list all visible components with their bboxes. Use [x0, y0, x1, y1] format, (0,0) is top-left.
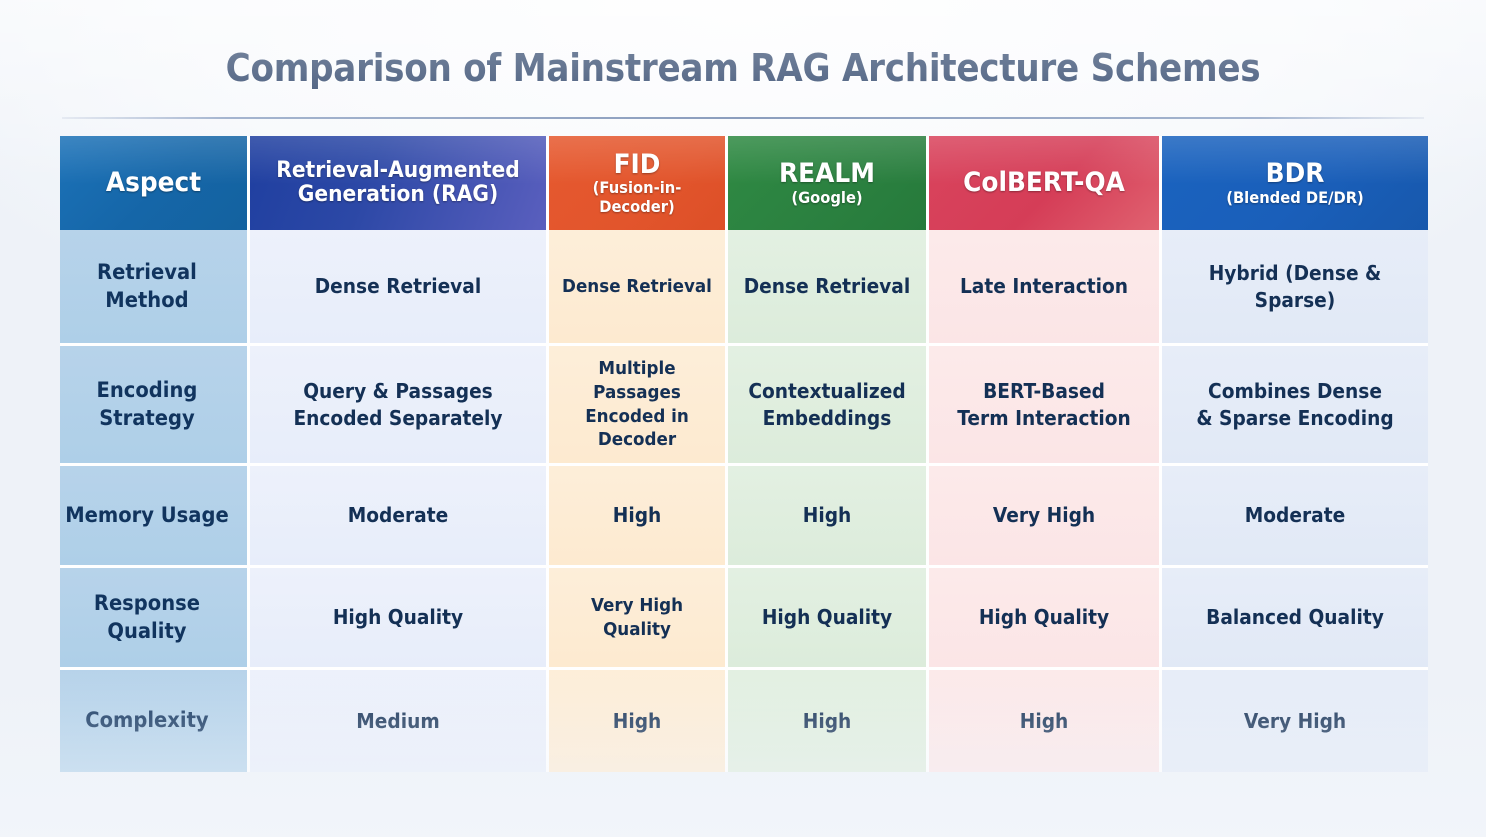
cell-fid-response-quality: Very High Quality — [549, 568, 728, 670]
row-label-response-quality: Response Quality — [60, 568, 250, 670]
cell-line: Contextualized — [748, 379, 906, 404]
cell-line: High — [802, 708, 852, 733]
cell-colbert-memory-usage: Very High — [929, 466, 1162, 568]
cell-line: Combines Dense — [1208, 379, 1382, 404]
cell-line: High — [612, 708, 662, 733]
page-title: Comparison of Mainstream RAG Architectur… — [225, 46, 1261, 90]
cell-rag-retrieval-method: Dense Retrieval — [250, 230, 549, 346]
cell-colbert-complexity: High — [929, 670, 1162, 772]
cell-line: High — [612, 503, 662, 528]
column-header-realm-main: REALM — [779, 157, 875, 189]
cell-line: & Sparse Encoding — [1196, 405, 1394, 430]
cell-bdr-memory-usage: Moderate — [1162, 466, 1428, 568]
column-header-fid-main: FID — [613, 148, 661, 180]
cell-colbert-retrieval-method: Late Interaction — [929, 230, 1162, 346]
column-header-bdr-sub: (Blended DE/DR) — [1226, 187, 1364, 207]
cell-line: Term Interaction — [957, 405, 1131, 430]
column-header-fid: FID (Fusion-in-Decoder) — [549, 136, 728, 230]
cell-bdr-response-quality: Balanced Quality — [1162, 568, 1428, 670]
cell-realm-encoding-strategy: Contextualized Embeddings — [728, 346, 929, 466]
row-label-complexity: Complexity — [60, 670, 250, 772]
cell-fid-encoding-strategy: Multiple Passages Encoded in Decoder — [549, 346, 728, 466]
row-label-line: Complexity — [85, 708, 209, 733]
cell-line: Dense Retrieval — [314, 274, 482, 299]
title-divider — [62, 117, 1424, 119]
row-label-line: Retrieval — [97, 259, 197, 284]
cell-line: High Quality — [761, 605, 893, 630]
row-label-line: Memory Usage — [65, 502, 229, 527]
cell-line: Hybrid (Dense & Sparse) — [1208, 261, 1382, 312]
column-header-bdr: BDR (Blended DE/DR) — [1162, 136, 1428, 230]
column-header-aspect-main: Aspect — [105, 167, 202, 199]
cell-line: High Quality — [978, 605, 1110, 630]
cell-line: Dense Retrieval — [562, 275, 712, 297]
cell-line: Very High Quality — [590, 594, 684, 640]
cell-fid-complexity: High — [549, 670, 728, 772]
cell-line: Very High — [1243, 708, 1347, 733]
cell-colbert-encoding-strategy: BERT-Based Term Interaction — [929, 346, 1162, 466]
row-label-line: Encoding — [96, 377, 198, 402]
table-row: Response Quality High Quality Very High … — [60, 568, 1428, 670]
cell-line: Moderate — [1244, 503, 1346, 528]
cell-fid-memory-usage: High — [549, 466, 728, 568]
cell-line: Encoded in Decoder — [585, 405, 689, 451]
cell-line: Query & Passages — [303, 379, 493, 404]
cell-colbert-response-quality: High Quality — [929, 568, 1162, 670]
cell-line: High Quality — [332, 605, 464, 630]
cell-line: Medium — [356, 708, 440, 733]
cell-realm-retrieval-method: Dense Retrieval — [728, 230, 929, 346]
cell-line: BERT-Based — [983, 379, 1105, 404]
cell-bdr-retrieval-method: Hybrid (Dense & Sparse) — [1162, 230, 1428, 346]
cell-bdr-encoding-strategy: Combines Dense & Sparse Encoding — [1162, 346, 1428, 466]
cell-line: Embeddings — [762, 405, 892, 430]
column-header-fid-sub: (Fusion-in-Decoder) — [592, 178, 682, 216]
row-label-line: Method — [105, 287, 189, 312]
row-label-encoding-strategy: Encoding Strategy — [60, 346, 250, 466]
cell-bdr-complexity: Very High — [1162, 670, 1428, 772]
column-header-bdr-main: BDR — [1265, 157, 1325, 189]
cell-line: Balanced Quality — [1206, 605, 1384, 630]
cell-line: Very High — [992, 503, 1096, 528]
table-row: Encoding Strategy Query & Passages Encod… — [60, 346, 1428, 466]
column-header-colbert-main: ColBERT-QA — [963, 167, 1125, 199]
table-row: Complexity Medium High High High Very Hi… — [60, 670, 1428, 772]
row-label-memory-usage: Memory Usage — [60, 466, 250, 568]
cell-realm-complexity: High — [728, 670, 929, 772]
cell-rag-encoding-strategy: Query & Passages Encoded Separately — [250, 346, 549, 466]
cell-line: Encoded Separately — [293, 405, 503, 430]
cell-line: Moderate — [347, 503, 449, 528]
column-header-realm: REALM (Google) — [728, 136, 929, 230]
cell-line: Late Interaction — [959, 274, 1129, 299]
cell-rag-response-quality: High Quality — [250, 568, 549, 670]
column-header-rag-sub: Generation (RAG) — [297, 182, 499, 207]
cell-rag-memory-usage: Moderate — [250, 466, 549, 568]
table-row: Memory Usage Moderate High High Very Hig… — [60, 466, 1428, 568]
header-row: Aspect Retrieval-Augmented Generation (R… — [60, 136, 1428, 230]
table-row: Retrieval Method Dense Retrieval Dense R… — [60, 230, 1428, 346]
table-header: Aspect Retrieval-Augmented Generation (R… — [60, 136, 1428, 230]
column-header-rag: Retrieval-Augmented Generation (RAG) — [250, 136, 549, 230]
column-header-realm-sub: (Google) — [791, 187, 863, 207]
cell-realm-memory-usage: High — [728, 466, 929, 568]
row-label-line: Strategy — [99, 405, 195, 430]
column-header-aspect: Aspect — [60, 136, 250, 230]
column-header-rag-main: Retrieval-Augmented — [276, 157, 520, 183]
row-label-retrieval-method: Retrieval Method — [60, 230, 250, 346]
table-body: Retrieval Method Dense Retrieval Dense R… — [60, 230, 1428, 772]
row-label-line: Response Quality — [93, 590, 200, 643]
cell-fid-retrieval-method: Dense Retrieval — [549, 230, 728, 346]
cell-line: Dense Retrieval — [743, 274, 911, 299]
cell-line: Multiple Passages — [593, 358, 681, 403]
cell-line: High — [1019, 708, 1069, 733]
comparison-table: Aspect Retrieval-Augmented Generation (R… — [60, 136, 1428, 772]
column-header-colbert: ColBERT-QA — [929, 136, 1162, 230]
cell-realm-response-quality: High Quality — [728, 568, 929, 670]
cell-line: High — [802, 503, 852, 528]
cell-rag-complexity: Medium — [250, 670, 549, 772]
